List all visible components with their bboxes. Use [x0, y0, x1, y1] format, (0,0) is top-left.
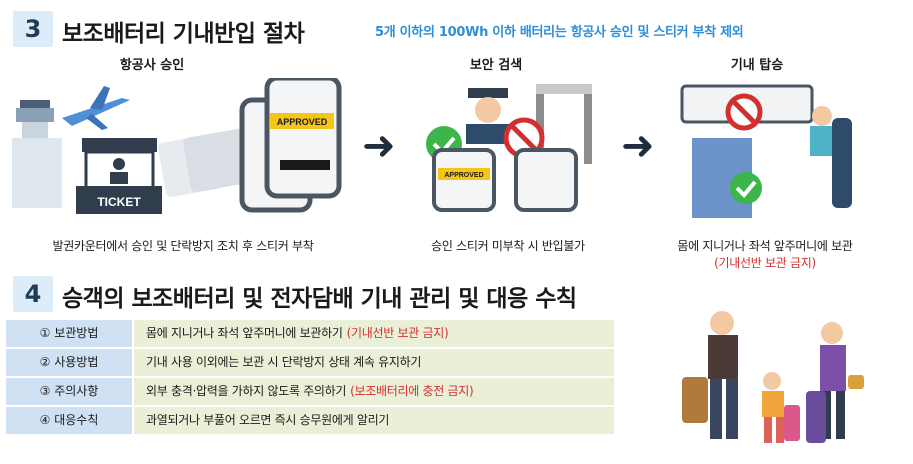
- rule-text-body: 외부 충격·압력을 가하지 않도록 주의하기: [146, 384, 347, 398]
- section-number-badge: 3: [13, 11, 53, 47]
- step-title-security-check: 보안 검색: [469, 58, 523, 73]
- section-title: 승객의 보조배터리 및 전자담배 기내 관리 및 대응 수칙: [62, 286, 577, 312]
- table-row: ① 보관방법 몸에 지니거나 좌석 앞주머니에 보관하기(기내선반 보관 금지): [6, 320, 614, 347]
- table-row: ③ 주의사항 외부 충격·압력을 가하지 않도록 주의하기(보조배터리에 충전 …: [6, 378, 614, 405]
- family-travellers-illustration: [682, 311, 864, 443]
- rule-text-body: 몸에 지니거나 좌석 앞주머니에 보관하기: [146, 326, 343, 340]
- airport-counter-illustration: TICKET APPROVED: [12, 78, 342, 214]
- rule-label: ③ 주의사항: [6, 378, 132, 405]
- rule-text: 몸에 지니거나 좌석 앞주머니에 보관하기(기내선반 보관 금지): [134, 320, 614, 347]
- table-row: ② 사용방법 기내 사용 이외에는 보관 시 단락방지 상태 계속 유지하기: [6, 349, 614, 376]
- step-caption-boarding: 몸에 지니거나 좌석 앞주머니에 보관: [677, 239, 853, 253]
- prohibited-icon: [725, 93, 763, 131]
- ticket-sign: TICKET: [97, 195, 141, 209]
- section-note: 5개 이하의 100Wh 이하 배터리는 항공사 승인 및 스티커 부착 제외: [375, 25, 744, 40]
- rule-text-body: 기내 사용 이외에는 보관 시 단락방지 상태 계속 유지하기: [146, 355, 422, 369]
- boarding-illustration: [680, 84, 852, 218]
- security-check-illustration: APPROVED: [426, 84, 592, 212]
- arrow-right-icon: ➜: [362, 123, 396, 169]
- approved-sticker: APPROVED: [277, 117, 328, 127]
- prohibited-icon: [503, 117, 545, 159]
- rule-text: 기내 사용 이외에는 보관 시 단락방지 상태 계속 유지하기: [134, 349, 614, 376]
- table-row: ④ 대응수칙 과열되거나 부풀어 오르면 즉시 승무원에게 알리기: [6, 407, 614, 434]
- rule-label: ② 사용방법: [6, 349, 132, 376]
- rule-label: ④ 대응수칙: [6, 407, 132, 434]
- rules-table: ① 보관방법 몸에 지니거나 좌석 앞주머니에 보관하기(기내선반 보관 금지)…: [6, 320, 614, 436]
- rule-label: ① 보관방법: [6, 320, 132, 347]
- step-title-boarding: 기내 탑승: [730, 58, 784, 73]
- rule-warning: (기내선반 보관 금지): [346, 326, 449, 340]
- step-caption-boarding-warning: (기내선반 보관 금지): [714, 256, 816, 270]
- section-number-badge: 4: [13, 276, 53, 312]
- airplane-icon: [62, 86, 130, 130]
- approved-sticker-small: APPROVED: [444, 172, 483, 179]
- check-circle-icon: [730, 172, 762, 204]
- rule-text-body: 과열되거나 부풀어 오르면 즉시 승무원에게 알리기: [146, 413, 390, 427]
- step-caption-security-check: 승인 스티커 미부착 시 반입불가: [431, 239, 585, 253]
- rule-text: 과열되거나 부풀어 오르면 즉시 승무원에게 알리기: [134, 407, 614, 434]
- rule-warning: (보조배터리에 충전 금지): [350, 384, 474, 398]
- section-title: 보조배터리 기내반입 절차: [62, 21, 305, 47]
- step-title-airline-approval: 항공사 승인: [119, 58, 185, 73]
- rule-text: 외부 충격·압력을 가하지 않도록 주의하기(보조배터리에 충전 금지): [134, 378, 614, 405]
- arrow-right-icon: ➜: [621, 123, 655, 169]
- step-caption-airline-approval: 발권카운터에서 승인 및 단락방지 조치 후 스티커 부착: [52, 239, 314, 253]
